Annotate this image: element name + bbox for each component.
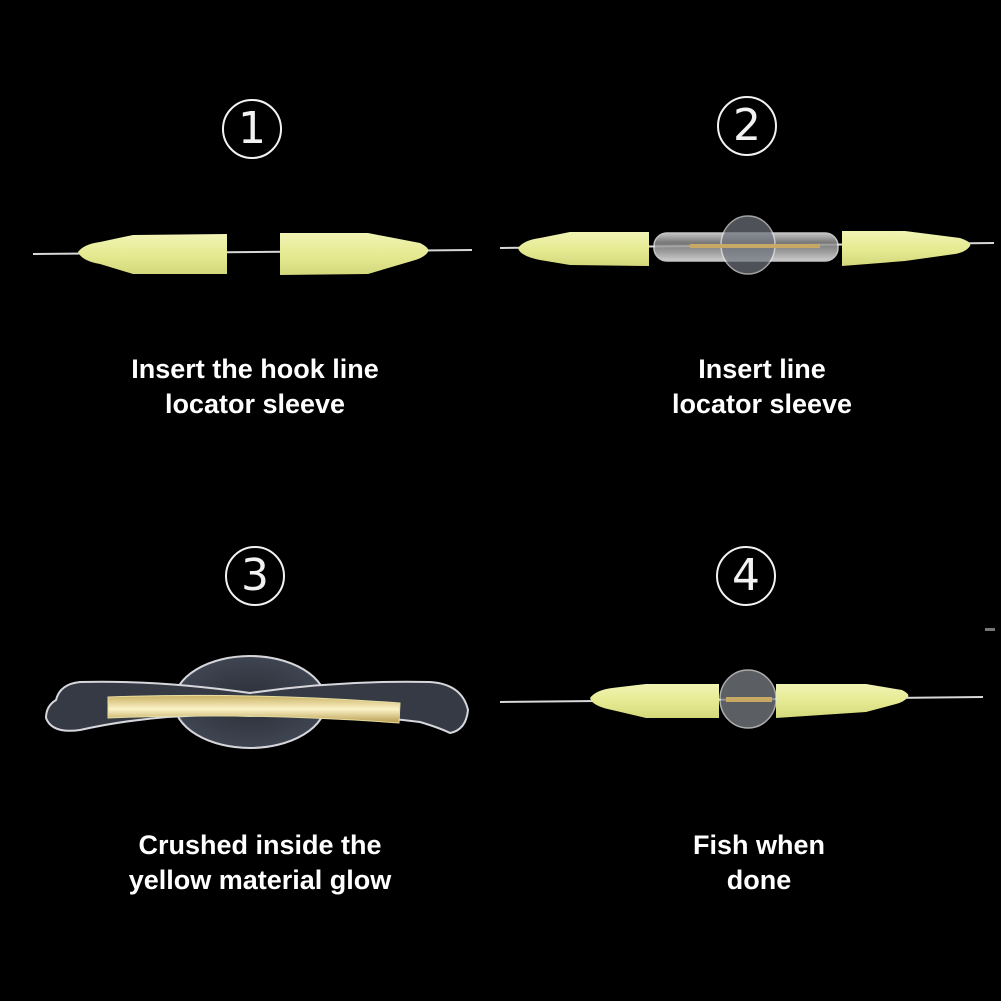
step-4-caption: Fish when done <box>509 828 1001 898</box>
caption-line: Fish when <box>692 830 825 860</box>
caption-line: Insert line <box>698 354 826 384</box>
step-2-caption: Insert line locator sleeve <box>512 352 1001 422</box>
caption-line: Crushed inside the <box>138 830 382 860</box>
caption-line: yellow material glow <box>128 865 392 895</box>
step-number-badge: 4 <box>716 546 776 606</box>
step-number: 1 <box>238 103 266 154</box>
step-4-illustration <box>499 628 995 729</box>
caption-line: locator sleeve <box>164 389 346 419</box>
glow-core <box>726 697 772 702</box>
step-number: 3 <box>241 550 269 601</box>
step-number-badge: 1 <box>222 99 282 159</box>
step-number-badge: 3 <box>225 546 285 606</box>
glowing-core <box>107 694 401 724</box>
right-sleeve <box>842 231 971 266</box>
step-number: 4 <box>732 550 760 601</box>
step-3-illustration <box>44 655 470 749</box>
step-number-badge: 2 <box>717 96 777 156</box>
caption-line: done <box>726 865 792 895</box>
step-2-illustration <box>499 215 995 275</box>
left-sleeve <box>518 232 649 266</box>
caption-line: locator sleeve <box>671 389 853 419</box>
left-sleeve <box>78 234 227 274</box>
step-1-illustration <box>32 233 473 275</box>
stray-mark <box>985 628 995 631</box>
caption-line: Insert the hook line <box>131 354 379 384</box>
step-3-caption: Crushed inside the yellow material glow <box>10 828 510 898</box>
right-sleeve <box>280 233 429 275</box>
step-1-caption: Insert the hook line locator sleeve <box>5 352 505 422</box>
glow-core <box>690 244 820 248</box>
right-sleeve <box>776 684 909 718</box>
left-sleeve <box>590 684 719 718</box>
step-number: 2 <box>733 100 761 151</box>
